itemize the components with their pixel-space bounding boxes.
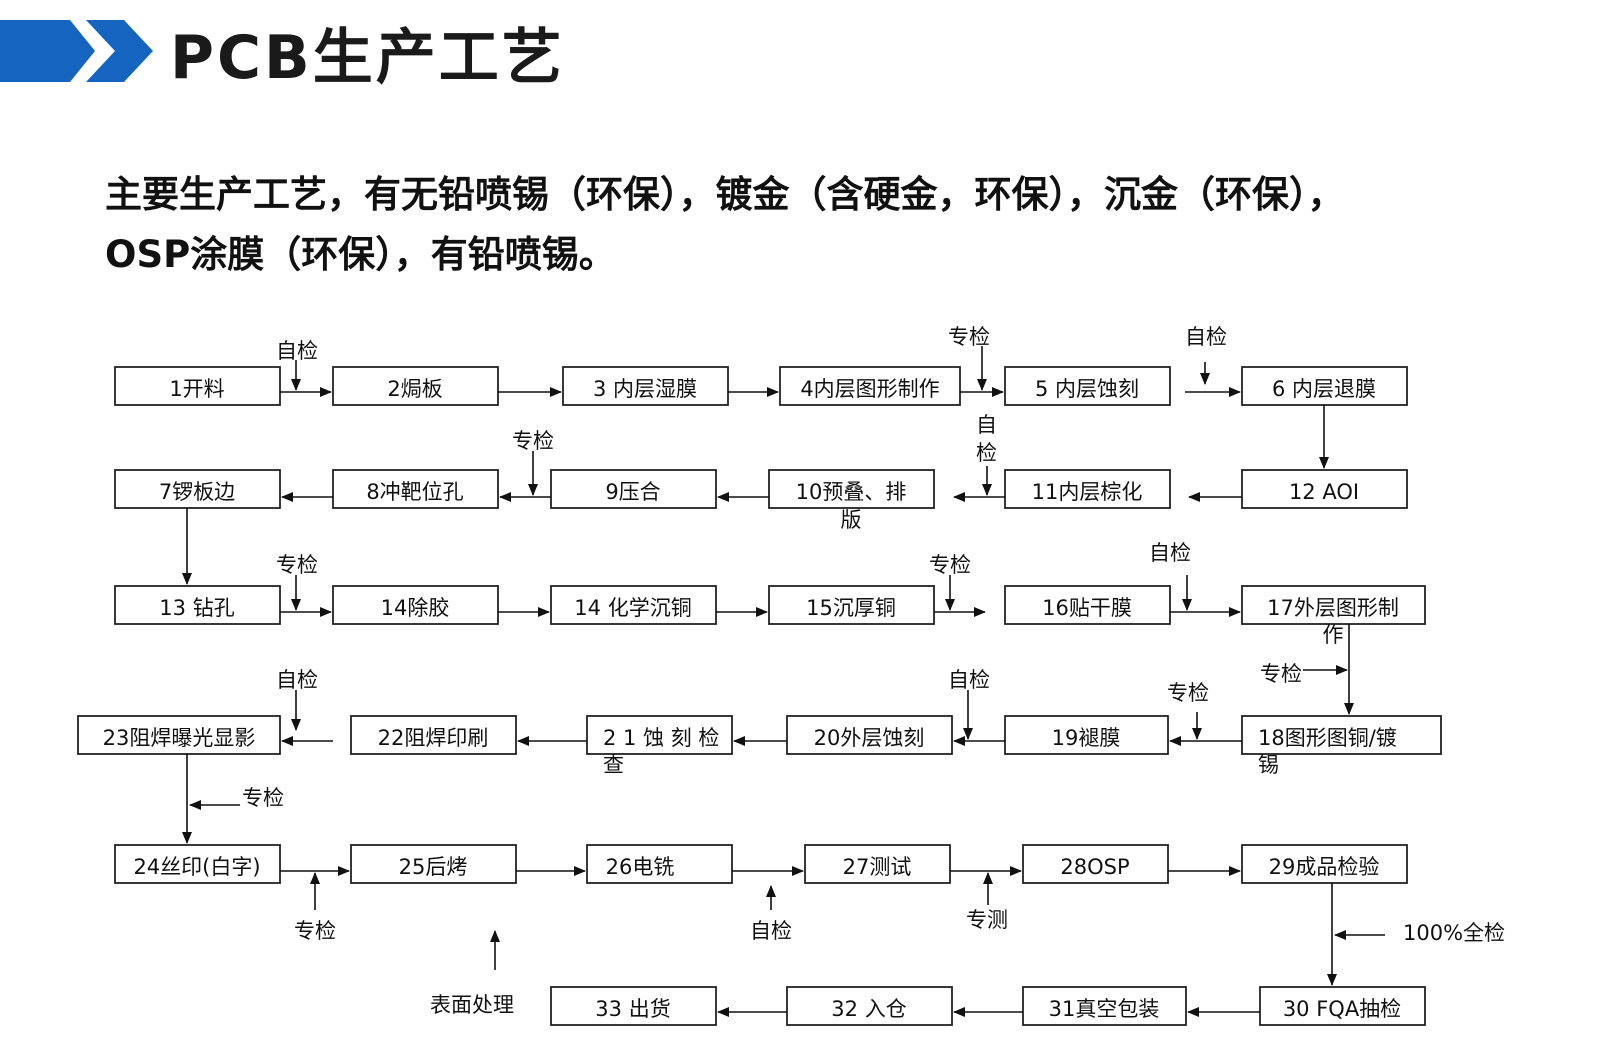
svg-text:10预叠、排: 10预叠、排 bbox=[796, 480, 907, 504]
special-check-label: 专检 bbox=[929, 553, 971, 577]
step-box-22: 22阻焊印刷 bbox=[350, 715, 517, 755]
chevron-banner-icon bbox=[0, 20, 153, 82]
step-box-3: 3 内层湿膜 bbox=[562, 366, 729, 406]
self-check-label: 自检 bbox=[948, 668, 990, 692]
step-box-5: 5 内层蚀刻 bbox=[1004, 366, 1171, 406]
step-box-13: 13 钻孔 bbox=[114, 585, 281, 625]
svg-text:19褪膜: 19褪膜 bbox=[1052, 726, 1121, 750]
special-check-label: 专检 bbox=[242, 786, 284, 810]
inspection-markers: 自检 专检 自检 专检 专检 自 检 专检 专检 自检 专检 自检 自检 专检 … bbox=[189, 325, 1505, 1017]
svg-text:25后烤: 25后烤 bbox=[399, 855, 468, 879]
svg-text:16贴干膜: 16贴干膜 bbox=[1042, 596, 1132, 620]
svg-text:11内层棕化: 11内层棕化 bbox=[1032, 480, 1143, 504]
svg-text:27测试: 27测试 bbox=[843, 855, 912, 879]
step-box-4: 4内层图形制作 bbox=[779, 366, 961, 406]
step-box-20: 20外层蚀刻 bbox=[786, 715, 953, 755]
flow-arrows bbox=[182, 387, 1354, 1017]
self-check-label-vertical-2: 检 bbox=[976, 441, 997, 465]
step-box-28: 28OSP bbox=[1022, 844, 1169, 884]
step-box-7: 7锣板边 bbox=[114, 469, 281, 509]
step-box-12: 12 AOI bbox=[1241, 469, 1408, 509]
svg-text:1开料: 1开料 bbox=[169, 377, 224, 401]
svg-text:查: 查 bbox=[603, 753, 624, 777]
step-box-33: 33 出货 bbox=[550, 986, 717, 1026]
svg-text:29成品检验: 29成品检验 bbox=[1269, 855, 1380, 879]
intro-text: 主要生产工艺，有无铅喷锡（环保），镀金（含硬金，环保），沉金（环保）， OSP涂… bbox=[105, 165, 1545, 285]
svg-text:28OSP: 28OSP bbox=[1060, 855, 1129, 879]
step-box-14a: 14除胶 bbox=[332, 585, 499, 625]
svg-text:14除胶: 14除胶 bbox=[381, 596, 450, 620]
step-box-23: 23阻焊曝光显影 bbox=[77, 715, 281, 755]
surface-treatment-label: 表面处理 bbox=[430, 993, 514, 1017]
step-box-31: 31真空包装 bbox=[1022, 986, 1187, 1026]
svg-text:8冲靶位孔: 8冲靶位孔 bbox=[366, 480, 463, 504]
step-box-30: 30 FQA抽检 bbox=[1259, 986, 1426, 1026]
self-check-label: 自检 bbox=[750, 919, 792, 943]
step-box-26: 26电铣 bbox=[586, 844, 733, 884]
svg-text:18图形图铜/镀: 18图形图铜/镀 bbox=[1258, 726, 1397, 750]
special-check-label: 专检 bbox=[1167, 681, 1209, 705]
step-box-18: 18图形图铜/镀锡 bbox=[1241, 715, 1442, 777]
svg-text:2 1 蚀 刻 检: 2 1 蚀 刻 检 bbox=[603, 726, 719, 750]
special-check-label: 专检 bbox=[294, 919, 336, 943]
svg-text:23阻焊曝光显影: 23阻焊曝光显影 bbox=[103, 726, 256, 750]
step-box-8: 8冲靶位孔 bbox=[332, 469, 499, 509]
step-box-19: 19褪膜 bbox=[1004, 715, 1169, 755]
svg-text:5 内层蚀刻: 5 内层蚀刻 bbox=[1035, 377, 1139, 401]
svg-text:24丝印(白字): 24丝印(白字) bbox=[133, 855, 260, 879]
svg-text:12 AOI: 12 AOI bbox=[1289, 480, 1359, 504]
step-box-9: 9压合 bbox=[550, 469, 717, 509]
step-box-6: 6 内层退膜 bbox=[1241, 366, 1408, 406]
svg-text:锡: 锡 bbox=[1258, 753, 1279, 777]
svg-text:9压合: 9压合 bbox=[605, 480, 660, 504]
full-check-label: 100%全检 bbox=[1403, 921, 1505, 945]
svg-text:17外层图形制: 17外层图形制 bbox=[1267, 596, 1399, 620]
step-box-2: 2焗板 bbox=[332, 366, 499, 406]
svg-text:20外层蚀刻: 20外层蚀刻 bbox=[814, 726, 925, 750]
special-check-label: 专检 bbox=[512, 429, 554, 453]
step-box-14b: 14 化学沉铜 bbox=[550, 585, 717, 625]
special-check-label: 专检 bbox=[1260, 662, 1302, 686]
step-box-10: 10预叠、排版 bbox=[768, 469, 935, 532]
step-box-32: 32 入仓 bbox=[786, 986, 953, 1026]
special-test-label: 专测 bbox=[966, 908, 1008, 932]
svg-text:22阻焊印刷: 22阻焊印刷 bbox=[378, 726, 489, 750]
step-box-29: 29成品检验 bbox=[1241, 844, 1408, 884]
intro-line-2: OSP涂膜（环保），有铅喷锡。 bbox=[105, 233, 616, 276]
intro-line-1: 主要生产工艺，有无铅喷锡（环保），镀金（含硬金，环保），沉金（环保）， bbox=[105, 173, 1345, 216]
page-title: PCB生产工艺 bbox=[170, 23, 565, 93]
svg-text:33 出货: 33 出货 bbox=[595, 997, 670, 1021]
step-box-27: 27测试 bbox=[804, 844, 951, 884]
svg-text:3 内层湿膜: 3 内层湿膜 bbox=[593, 377, 697, 401]
special-check-label: 专检 bbox=[276, 553, 318, 577]
self-check-label-vertical: 自 bbox=[976, 413, 997, 437]
svg-text:30 FQA抽检: 30 FQA抽检 bbox=[1283, 997, 1401, 1021]
svg-text:14 化学沉铜: 14 化学沉铜 bbox=[574, 596, 691, 620]
svg-text:32 入仓: 32 入仓 bbox=[831, 997, 906, 1021]
step-box-11: 11内层棕化 bbox=[1004, 469, 1171, 509]
svg-text:版: 版 bbox=[841, 508, 862, 532]
self-check-label: 自检 bbox=[276, 339, 318, 363]
step-box-1: 1开料 bbox=[114, 366, 281, 406]
svg-text:15沉厚铜: 15沉厚铜 bbox=[806, 596, 896, 620]
svg-text:作: 作 bbox=[1323, 623, 1344, 647]
step-box-15: 15沉厚铜 bbox=[768, 585, 935, 625]
svg-text:6 内层退膜: 6 内层退膜 bbox=[1272, 377, 1376, 401]
self-check-label: 自检 bbox=[276, 668, 318, 692]
svg-text:2焗板: 2焗板 bbox=[387, 377, 442, 401]
svg-text:26电铣: 26电铣 bbox=[606, 855, 675, 879]
svg-text:31真空包装: 31真空包装 bbox=[1049, 997, 1160, 1021]
self-check-label: 自检 bbox=[1185, 325, 1227, 349]
step-box-21: 2 1 蚀 刻 检查 bbox=[586, 715, 733, 777]
step-box-25: 25后烤 bbox=[350, 844, 517, 884]
svg-text:13 钻孔: 13 钻孔 bbox=[159, 596, 234, 620]
svg-text:4内层图形制作: 4内层图形制作 bbox=[800, 377, 939, 401]
step-box-16: 16贴干膜 bbox=[1004, 585, 1171, 625]
svg-text:7锣板边: 7锣板边 bbox=[159, 480, 235, 504]
step-box-24: 24丝印(白字) bbox=[114, 844, 281, 884]
special-check-label: 专检 bbox=[948, 325, 990, 349]
self-check-label: 自检 bbox=[1149, 541, 1191, 565]
